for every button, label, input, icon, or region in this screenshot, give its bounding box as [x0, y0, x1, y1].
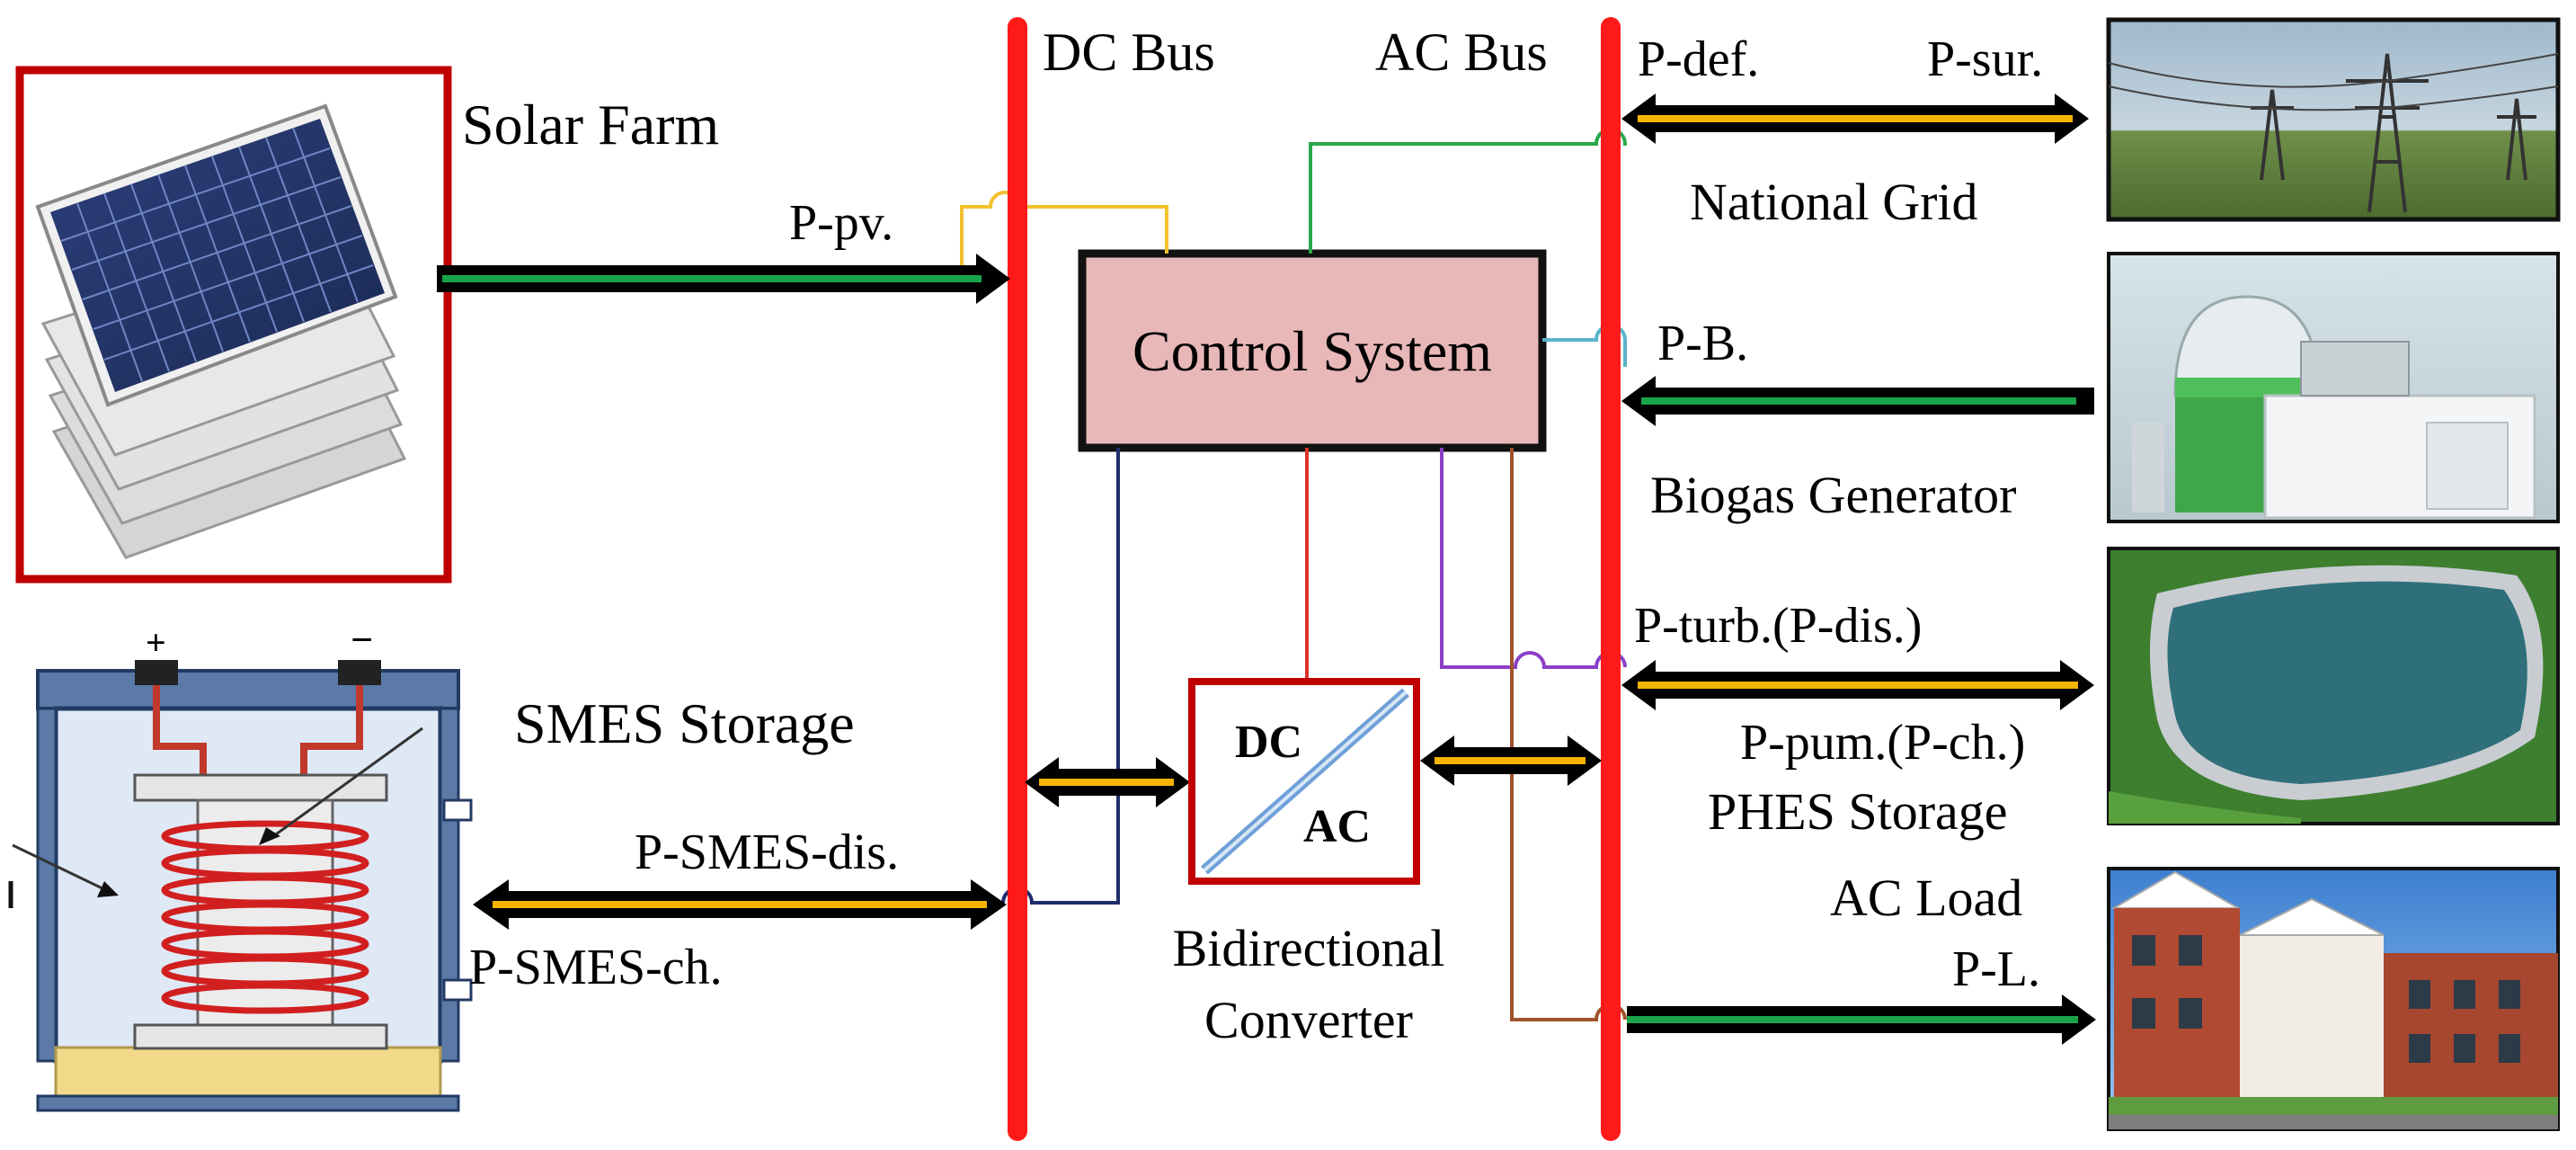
flow-dc-converter [1025, 757, 1190, 807]
flow-grid-sur-label: P-sur. [1927, 31, 2043, 87]
ac-bus: AC Bus [1375, 17, 1621, 1141]
grid-label: National Grid [1690, 173, 1978, 231]
control-box [1078, 249, 1547, 452]
control-label: Control System [1133, 319, 1492, 383]
reservoir-icon [2109, 565, 2544, 824]
plus-icon: + [146, 622, 166, 663]
solar-label: Solar Farm [462, 93, 719, 156]
smes-cryostat-icon: + − [8, 618, 473, 1112]
flow-converter-ac [1420, 735, 1602, 786]
ac-bus-label: AC Bus [1375, 22, 1548, 82]
bidirectional-converter: DC AC Bidirectional Converter [1173, 678, 1445, 1049]
flow-pv-label: P-pv. [789, 195, 893, 251]
national-grid: National Grid [1690, 17, 2561, 231]
smes-label: SMES Storage [514, 691, 855, 755]
flow-load-label: P-L. [1952, 941, 2040, 997]
flow-biogas: P-B. [1621, 316, 2094, 426]
flow-phes-pum-label: P-pum.(P-ch.) [1740, 715, 2025, 771]
link-phes-control [1440, 448, 1627, 669]
solar-farm: Solar Farm [15, 66, 719, 584]
flow-grid-def-label: P-def. [1638, 31, 1759, 87]
flow-load: P-L. [1627, 941, 2096, 1045]
grid-photo [2106, 17, 2561, 222]
control-system: Control System [1078, 249, 1547, 452]
flow-phes: P-turb.(P-dis.) P-pum.(P-ch.) [1621, 598, 2094, 771]
flow-smes-dis-label: P-SMES-dis. [635, 825, 899, 880]
minus-icon: − [351, 618, 373, 662]
flow-phes-turb-label: P-turb.(P-dis.) [1634, 598, 1922, 654]
smes-storage: + − SMES Storage [8, 618, 855, 1112]
converter-ac-label: AC [1303, 801, 1371, 852]
solar-panel-icon [35, 103, 407, 559]
dc-bus: DC Bus [1008, 17, 1215, 1141]
load-label: AC Load [1830, 869, 2022, 927]
biogas-generator: Biogas Generator [1650, 252, 2560, 524]
flow-grid: P-def. P-sur. [1621, 31, 2089, 144]
flow-biogas-label: P-B. [1657, 316, 1748, 371]
converter-caption-1: Bidirectional [1173, 919, 1445, 977]
biogas-plant-icon [2132, 295, 2536, 520]
link-grid-control [1309, 128, 1627, 254]
converter-caption-2: Converter [1204, 991, 1413, 1049]
converter-dc-label: DC [1235, 717, 1302, 768]
ac-load: AC Load [1830, 867, 2560, 1131]
phes-label: PHES Storage [1708, 782, 2008, 841]
flow-pv: P-pv. [437, 195, 1010, 304]
flow-smes-ch-label: P-SMES-ch. [469, 940, 723, 995]
biogas-label: Biogas Generator [1650, 466, 2016, 524]
apartment-icon [2109, 870, 2558, 1129]
flow-smes: P-SMES-dis. P-SMES-ch. [469, 825, 1007, 995]
phes-storage: PHES Storage [1708, 547, 2560, 841]
dc-bus-label: DC Bus [1043, 22, 1215, 82]
